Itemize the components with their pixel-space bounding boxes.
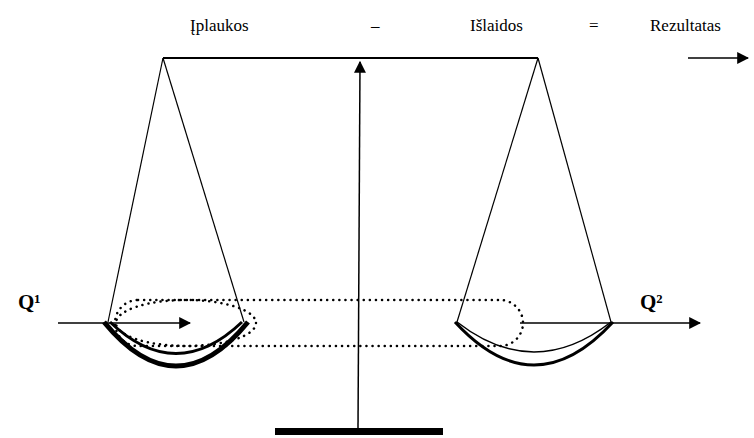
scale-base [275,428,443,435]
outflow-arrow [520,322,700,324]
scale-pointer [358,62,360,428]
pan-string [538,58,611,322]
outflow-label: Išlaidos [470,16,523,36]
pan-string [163,58,244,322]
result-arrow [688,57,748,59]
right-pan [455,322,613,365]
inflow-arrow [58,322,190,324]
result-label: Rezultatas [650,16,721,36]
operator-label: – [371,16,380,36]
pan-string [457,58,538,322]
flow-label: Q¹ [18,290,41,314]
scale-beam [163,57,538,59]
right-pan [457,322,611,352]
pan-string [108,58,163,322]
operator-label: = [589,16,599,36]
inflow-label: Įplaukos [190,16,249,36]
left-pan [104,322,248,366]
flow-label: Q² [640,290,663,314]
